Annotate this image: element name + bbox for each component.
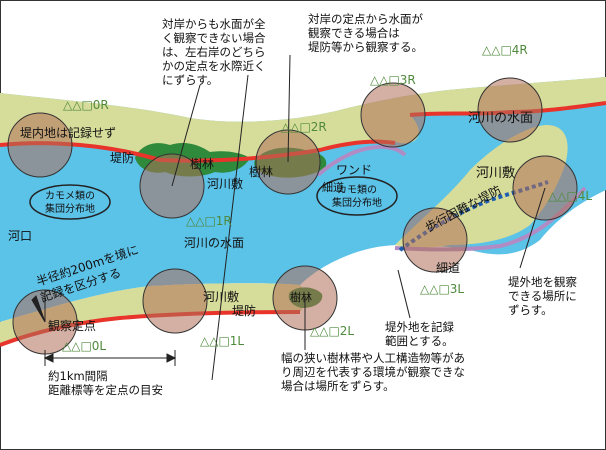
svg-text:は、左右岸のどちら: は、左右岸のどちら bbox=[162, 45, 266, 59]
water-lower-label: 河川の水面 bbox=[184, 236, 244, 250]
station-circles bbox=[7, 77, 578, 355]
svg-text:対岸の定点から水面が: 対岸の定点から水面が bbox=[308, 12, 423, 26]
svg-text:堤防等から観察する。: 堤防等から観察する。 bbox=[308, 40, 423, 54]
svg-text:にずらす。: にずらす。 bbox=[162, 73, 218, 87]
note-top-right: 対岸の定点から水面が 観察できる場合は 堤防等から観察する。 bbox=[308, 12, 423, 54]
leader-lines bbox=[44, 54, 546, 381]
station-circle-0R bbox=[7, 112, 73, 178]
svg-text:堤外地を観察: 堤外地を観察 bbox=[508, 275, 577, 289]
note-record-range: 堤外地を記録 範囲とする。 bbox=[385, 320, 454, 348]
station-circle-1L bbox=[142, 268, 208, 334]
note-spacing: 約1km間隔 距離標等を定点の目安 bbox=[48, 369, 163, 397]
spacing-arrow bbox=[43, 350, 177, 366]
station-circle-4R bbox=[477, 77, 543, 143]
station-label-3R: △△□3R bbox=[370, 73, 416, 87]
svg-text:く観察できない場合: く観察できない場合 bbox=[162, 31, 266, 45]
narrow-road-right-label: 細道 bbox=[322, 180, 344, 194]
station-circle-3L bbox=[402, 207, 468, 273]
station-circle-3R bbox=[360, 82, 426, 148]
levee-right-label: 堤防 bbox=[110, 150, 134, 165]
wando-label: ワンド bbox=[336, 163, 372, 177]
note-observable: 堤外地を観察 できる場所に ずらす。 bbox=[508, 275, 577, 317]
station-label-2L: △△□2L bbox=[310, 324, 354, 338]
svg-text:ずらす。: ずらす。 bbox=[508, 303, 553, 317]
note-top-mid: 対岸からも水面が全 く観察できない場合 は、左右岸のどちら かの定点を水際近く … bbox=[162, 17, 266, 87]
svg-text:かの定点を水際近く: かの定点を水際近く bbox=[162, 59, 266, 73]
svg-text:り周辺を代表する環境が観察できな: り周辺を代表する環境が観察できな bbox=[281, 365, 465, 379]
svg-text:観察できる場合は: 観察できる場合は bbox=[308, 26, 400, 40]
estuary-label: 河口 bbox=[8, 229, 32, 243]
radius-arrow bbox=[31, 295, 46, 323]
duck-label-1: カモ類の bbox=[337, 184, 377, 196]
svg-text:約1km間隔: 約1km間隔 bbox=[48, 369, 108, 383]
svg-text:できる場所に: できる場所に bbox=[508, 289, 577, 303]
station-label-4R: △△□4R bbox=[482, 43, 528, 57]
svg-text:対岸からも水面が全: 対岸からも水面が全 bbox=[162, 17, 266, 31]
floodplain-right bbox=[0, 77, 606, 161]
station-label-0L: △△□0L bbox=[62, 339, 106, 353]
gull-label-2: 集団分布地 bbox=[45, 202, 95, 215]
station-label-0R: △△□0R bbox=[63, 98, 109, 112]
floodplain-lower-label: 河川敷 bbox=[203, 289, 239, 304]
station-label-3L: △△□3L bbox=[420, 282, 464, 296]
station-label-1R: △△□1R bbox=[186, 214, 232, 228]
duck-area-outline bbox=[316, 176, 398, 216]
floodplain-upper-label: 河川敷 bbox=[476, 166, 515, 181]
trees-left-label: 樹林 bbox=[290, 290, 312, 304]
svg-text:距離標等を定点の目安: 距離標等を定点の目安 bbox=[48, 383, 163, 397]
levee-left-label: 堤防 bbox=[232, 303, 256, 318]
floodplain-right-label: 河川敷 bbox=[207, 176, 243, 191]
narrow-road-right bbox=[316, 144, 407, 177]
narrow-road-left-label: 細道 bbox=[436, 261, 460, 275]
station-label-1L: △△□1L bbox=[200, 334, 244, 348]
svg-text:場合は場所をずらす。: 場合は場所をずらす。 bbox=[281, 379, 395, 393]
trees-label-b: 樹林 bbox=[249, 165, 273, 179]
svg-text:範囲とする。: 範囲とする。 bbox=[385, 334, 454, 348]
note-bottom: 幅の狭い樹林帯や人工構造物等があ り周辺を代表する環境が観察できな 場合は場所を… bbox=[281, 351, 465, 393]
gull-label-1: カモメ類の bbox=[45, 190, 95, 202]
duck-label-2: 集団分布地 bbox=[332, 196, 382, 209]
water-upper-label: 河川の水面 bbox=[468, 111, 533, 126]
svg-text:幅の狭い樹林帯や人工構造物等があ: 幅の狭い樹林帯や人工構造物等があ bbox=[281, 351, 465, 365]
station-label-2R: △△□2R bbox=[281, 120, 327, 134]
station-label: 観察定点 bbox=[48, 318, 96, 333]
gull-area-outline bbox=[29, 184, 111, 220]
svg-text:堤外地を記録: 堤外地を記録 bbox=[385, 320, 454, 334]
inland-note: 堤内地は記録せず bbox=[20, 125, 116, 140]
station-label-4L: △△□4L bbox=[548, 189, 592, 203]
trees-label-a: 樹林 bbox=[190, 157, 214, 171]
